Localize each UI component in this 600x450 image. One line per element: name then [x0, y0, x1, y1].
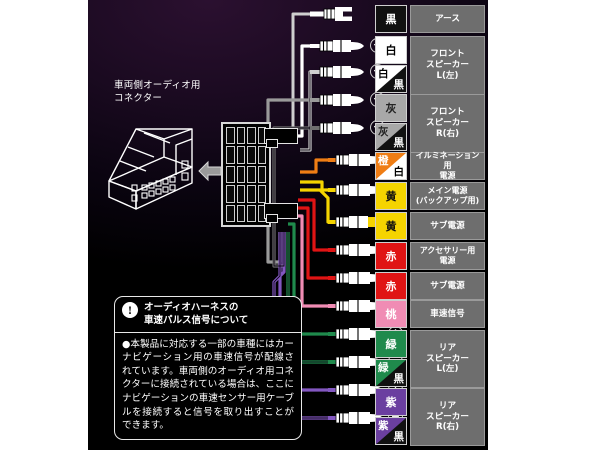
wire-color-swatch: 黄 [375, 212, 407, 240]
vehicle-connector-label-line1: 車両側オーディオ用 [114, 80, 201, 91]
legend-row: 灰 フロント スピーカー R(右) [375, 94, 485, 153]
connector-pin [257, 165, 266, 184]
connector-pin [257, 185, 266, 203]
diagram-panel: 車両側オーディオ用 コネクター [88, 0, 488, 450]
note-heading-line1: オーディオハーネスの [144, 302, 239, 313]
harness-connector-block [221, 122, 271, 227]
wire-function-label: フロント スピーカー R(右) [410, 94, 485, 153]
legend-row: 白 黒 [375, 65, 407, 93]
legend-row: 白 フロント スピーカー L(左) [375, 36, 485, 95]
legend-row: 紫 黒 [375, 417, 407, 445]
wire-legend: 黒 アース 白 フロント スピーカー L(左) 白 黒 灰 フロント スピーカー… [375, 0, 488, 450]
connector-pin [226, 185, 235, 203]
wire-color-swatch: 紫 黒 [375, 417, 407, 445]
connector-pin [236, 146, 245, 164]
wire-color-swatch: 黒 [375, 5, 407, 33]
wire-color-swatch: 灰 [375, 94, 407, 122]
connector-pin [236, 127, 245, 145]
bullet-terminal [310, 66, 364, 78]
connector-pin [226, 146, 235, 164]
bullet-terminal [328, 384, 383, 396]
bullet-terminal [310, 94, 364, 106]
wire-color-swatch: 緑 [375, 330, 407, 358]
connector-pin [236, 204, 245, 222]
connector-latch-nub [266, 214, 278, 223]
wire-color-swatch: 桃 [375, 300, 407, 328]
wire-color-swatch: 赤 [375, 272, 407, 300]
legend-row: 桃 車速信号 [375, 300, 485, 328]
legend-row: 赤 サブ電源 [375, 272, 485, 300]
wire-color-swatch: 緑 黒 [375, 359, 407, 387]
connector-pin [236, 185, 245, 203]
wire-function-label: アース [410, 5, 485, 33]
note-body: ●本製品に対応する一部の車種にはカーナビゲーション用の車速信号が配線されています… [122, 338, 295, 432]
wire-color-swatch: 赤 [375, 242, 407, 270]
note-box: ! オーディオハーネスの 車速パルス信号について ●本製品に対応する一部の車種に… [114, 296, 302, 440]
wire-function-label: アクセサリー用 電源 [410, 242, 485, 270]
legend-row: 黄 メイン電源 (バックアップ用) [375, 182, 485, 210]
bullet-terminal [310, 40, 364, 52]
wire-color-swatch: 橙 白 [375, 152, 407, 180]
legend-row: 赤 アクセサリー用 電源 [375, 242, 485, 270]
note-heading-line2: 車速パルス信号について [144, 314, 249, 326]
bullet-terminal [328, 244, 383, 256]
exclamation-icon: ! [122, 302, 138, 318]
connector-pin [236, 165, 245, 184]
bullet-terminal [328, 328, 383, 340]
connector-pin [247, 165, 256, 184]
wire-function-label: フロント スピーカー L(左) [410, 36, 485, 95]
wire-color-swatch: 黄 [375, 182, 407, 210]
vehicle-connector-label: 車両側オーディオ用 コネクター [114, 80, 244, 106]
connector-pin [226, 127, 235, 145]
wire-color-swatch: 白 黒 [375, 65, 407, 93]
wire-color-swatch: 白 [375, 36, 407, 64]
legend-row: 紫 リア スピーカー R(右) [375, 388, 485, 446]
connector-pin [247, 185, 256, 203]
note-heading: オーディオハーネスの 車速パルス信号について [144, 302, 248, 328]
legend-row: 緑 黒 [375, 359, 407, 387]
bullet-terminal [310, 122, 364, 134]
vehicle-connector-label-line2: コネクター [114, 92, 163, 104]
connector-pin [226, 204, 235, 222]
wire-function-label: リア スピーカー R(右) [410, 388, 485, 446]
wire-color-swatch: 灰 黒 [375, 123, 407, 151]
connector-latch-nub [266, 139, 278, 148]
connector-pin [226, 165, 235, 184]
wire-function-label: メイン電源 (バックアップ用) [410, 182, 485, 210]
wire-function-label: イルミネーション用 電源 [410, 151, 485, 180]
fork-terminal [310, 7, 352, 21]
note-header: ! オーディオハーネスの 車速パルス信号について [115, 297, 301, 333]
wire-function-label: サブ電源 [410, 272, 485, 300]
wire-color-swatch: 紫 [375, 388, 407, 416]
legend-row: 灰 黒 [375, 123, 407, 151]
wire-function-label: 車速信号 [410, 300, 485, 328]
legend-row: 橙 白 イルミネーション用 電源 [375, 151, 485, 180]
wire-function-label: リア スピーカー L(左) [410, 330, 485, 388]
wire-function-label: サブ電源 [410, 212, 485, 240]
connector-pin [247, 204, 256, 222]
connector-pin [257, 146, 266, 164]
legend-row: 黄 サブ電源 [375, 212, 485, 240]
legend-row: 緑 リア スピーカー L(左) [375, 330, 485, 388]
vehicle-audio-connector-icon [108, 128, 193, 210]
connector-pin [247, 146, 256, 164]
connector-pin [247, 127, 256, 145]
legend-row: 黒 アース [375, 5, 485, 33]
